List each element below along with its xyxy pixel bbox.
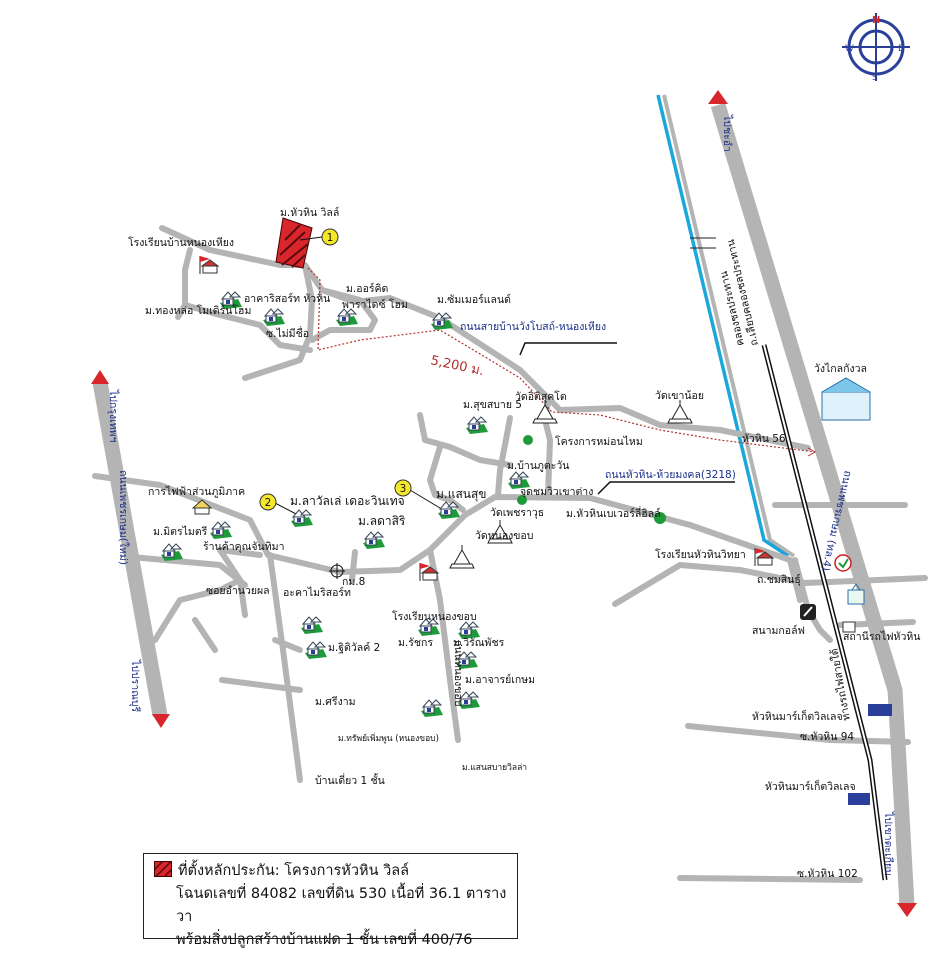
label-market-2: หัวหินมาร์เก็ตวิลเลจ (765, 779, 856, 793)
svg-text:3: 3 (400, 483, 407, 495)
svg-text:1: 1 (327, 232, 334, 244)
break-mark-icon (690, 237, 716, 249)
label-mulberry: โครงการหม่อนไหม (555, 435, 643, 448)
label-lavallee: ม.ลาวัลเล่ เดอะวินเทจ (290, 494, 405, 508)
crosshair-icon (329, 563, 345, 579)
arrow-to-pranburi-icon (152, 714, 170, 728)
label-orchid: ม.ออร์คิด (346, 282, 388, 295)
label-road-nong-hiang: ถนนสายบ้านวังโบสถ์-หนองเหียง (460, 320, 606, 333)
label-phutawan: ม.บ้านภูตะวัน (507, 460, 569, 472)
label-thonglor: ม.ทองหล่อ โมเดิร์นโฮม (145, 304, 251, 317)
label-km8: กม.8 (342, 576, 365, 588)
svg-text:N: N (872, 15, 880, 26)
legend-deed-info: โฉนดเลขที่ 84082 เลขที่ดิน 530 เนื้อที่ … (176, 886, 507, 925)
label-amnuay-phon: ซอยอำนวยผล (206, 585, 270, 597)
label-sringam: ม.ศรีงาม (315, 695, 356, 708)
station-icon (842, 621, 856, 633)
new-phetkasem-highway (92, 380, 168, 717)
label-thitiwan: ม.ฐิติวัลค์ 2 (328, 641, 380, 654)
label-summerland: ม.ซัมเมอร์แลนด์ (437, 293, 511, 306)
label-subject: ม.หัวหิน วิลล์ (280, 206, 339, 219)
label-viewpoint: จุดชมวิวเขาต่าง (520, 486, 593, 498)
svg-text:S: S (872, 73, 878, 83)
shop-bag-icon (847, 583, 865, 605)
label-wat-khao-noi: วัดเขาน้อย (655, 390, 704, 402)
label-to-pranburi: ไปปราณบุรี (129, 659, 142, 713)
label-school-nong-hiang: โรงเรียนบ้านหนองเหียง (128, 236, 234, 249)
label-paradise-home: พาราไดซ์ โฮม (342, 298, 408, 311)
svg-text:E: E (898, 44, 904, 54)
palace-icon (821, 377, 871, 421)
canal-road (662, 94, 796, 558)
arrow-to-bangkok-icon (91, 370, 109, 384)
compass-icon: N S E W (842, 13, 910, 83)
label-saensabai: ม.แสนสบายวิลล่า (462, 763, 527, 773)
phetkasem-highway (710, 102, 915, 906)
label-ratchakorn: ม.รัชกร (398, 637, 433, 649)
label-akari: อาคาริสอร์ท หัวหิน (244, 292, 330, 305)
label-to-chaam: ไปชะอำ (721, 114, 734, 152)
tree-icon (517, 435, 666, 524)
label-soi-56: หัวหิน 56 (742, 433, 786, 445)
marker-2[interactable]: 2 (259, 493, 277, 511)
label-nong-khop-road: ถนนหนองขอบ (452, 640, 464, 706)
railway (761, 344, 888, 881)
golf-icon (800, 604, 816, 620)
label-soi-94: ซ.หัวหิน 94 (800, 731, 854, 743)
svg-text:W: W (845, 44, 854, 54)
label-school-nong-khop: โรงเรียนหนองขอบ (392, 610, 477, 623)
svg-text:2: 2 (265, 497, 272, 509)
legend-box: ที่ตั้งหลักประกัน: โครงการหัวหิน วิลล์ โ… (143, 853, 518, 948)
label-wat-phetcharawut: วัดเพชราวุธ (490, 507, 544, 519)
label-market-1: หัวหินมาร์เก็ตวิลเลจ (752, 709, 843, 723)
label-single-house: บ้านเดี่ยว 1 ชั้น (315, 773, 385, 787)
electricity-office-icon (191, 499, 213, 515)
market-icon (848, 704, 892, 805)
legend-title: ที่ตั้งหลักประกัน: โครงการหัวหิน วิลล์ (178, 863, 410, 879)
route-arrow-icon (807, 447, 817, 457)
map-labels: ม.หัวหิน วิลล์ โรงเรียนบ้านหนองเหียง ม.ท… (107, 114, 920, 880)
label-pea: การไฟฟ้าส่วนภูมิภาค (148, 485, 245, 498)
pointer-arrow (597, 481, 735, 495)
label-chom-sin: ถ.ชมสินธุ์ (757, 573, 801, 586)
label-new-phetkasem: ถนนเพชรเกษม(ใหม่) (117, 470, 130, 565)
subject-swatch-icon (154, 861, 172, 877)
label-to-khao-takiap: ไปเขาตะเกียบ (882, 811, 895, 876)
label-unnamed-soi: ซ.ไม่มีชื่อ (266, 326, 309, 340)
label-wiranphat: ม.วิรัณพัชร (453, 637, 505, 649)
label-klai-kangwon: วังไกลกังวล (814, 362, 867, 375)
label-akamai: อะคาไมริสอร์ท (283, 586, 351, 599)
label-shop: ร้านค้าคุณจันทิมา (203, 541, 284, 553)
label-wat-nong-khop: วัดหนองขอบ (475, 530, 533, 542)
label-soi-102: ซ.หัวหิน 102 (797, 868, 858, 880)
label-school-huahin: โรงเรียนหัวหินวิทยา (655, 548, 746, 561)
pointer-arrow (519, 342, 617, 356)
legend-building-info: พร้อมสิ่งปลูกสร้างบ้านแฝด 1 ชั้น เลขที่ … (176, 932, 473, 948)
arrow-to-chaam-icon (708, 90, 728, 104)
label-mitmaitri: ม.มิตรไมตรี (153, 525, 208, 538)
label-road-3218: ถนนหัวหิน-ห้วยมงคล(3218) (605, 469, 736, 481)
label-station: สถานีรถไฟหัวหิน (843, 630, 920, 643)
marker-1[interactable]: 1 (321, 228, 339, 246)
arrow-to-khao-takiap-icon (897, 903, 917, 917)
label-ajarn-kasem: ม.อาจารย์เกษม (465, 673, 535, 686)
label-beverly: ม.หัวหินเบเวอร์ลี่ฮิลล์ (566, 506, 661, 520)
label-suksabai: ม.สุขสบาย 5 (463, 399, 522, 411)
distance-label: 5,200 ม. (429, 353, 485, 379)
label-to-bangkok: ไปกรุงเทพฯ (107, 389, 120, 443)
route-dotted-line (307, 267, 816, 453)
canal (656, 94, 789, 558)
label-golf: สนามกอล์ฟ (752, 624, 805, 637)
label-ladasiri: ม.ลดาสิริ (358, 514, 406, 528)
label-saensuk: ม.แสนสุข (436, 487, 487, 502)
label-sappoemphun: ม.ทรัพย์เพิ่มพูน (หนองขอบ) (338, 732, 439, 744)
marker-3[interactable]: 3 (394, 479, 412, 497)
bank-icon (834, 554, 852, 572)
label-wat-itti: วัดอิติสุคโต (515, 390, 567, 403)
